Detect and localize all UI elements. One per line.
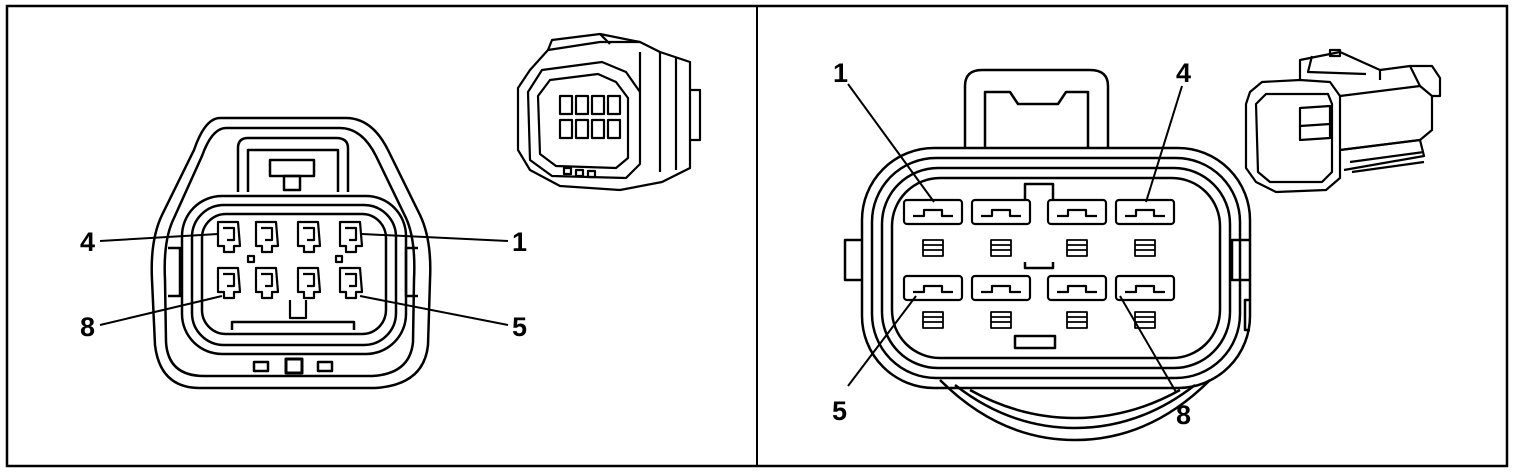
callout-label: 5 [512,312,527,342]
terminal [1114,274,1176,302]
terminal [296,220,322,254]
terminal [338,266,364,300]
terminal [970,274,1032,302]
terminal [590,118,606,140]
left-callouts: 4 1 8 5 [80,227,527,342]
right-connector-face [843,68,1252,442]
terminal [1046,274,1108,302]
terminal [590,94,606,116]
terminal [254,266,280,300]
right-terminal-windows [922,239,1156,329]
terminal [574,94,590,116]
terminal [338,220,364,254]
terminal [902,274,964,302]
left-panel [99,32,702,390]
callout-label: 4 [1176,58,1191,88]
terminal-window [922,311,944,329]
terminal-window [1066,239,1088,257]
terminal [1114,198,1176,226]
terminal [296,266,322,300]
left-terminals [216,220,364,320]
terminal [574,118,590,140]
terminal [216,220,242,254]
right-callout-leaders [847,83,1183,393]
terminal [216,266,242,300]
terminal-window [1134,239,1156,257]
callout-label: 8 [80,312,95,342]
terminal [1046,198,1108,226]
left-connector-face [150,116,432,390]
callout-label: 4 [80,227,95,257]
right-connector-thumbnail [1244,48,1442,194]
callout-label: 1 [512,227,527,257]
terminal [558,118,574,140]
terminal [606,118,622,140]
left-connector-thumbnail [516,32,702,192]
callout-label: 5 [832,396,847,426]
terminal [254,220,280,254]
terminal [558,94,574,116]
callout-label: 1 [833,58,848,88]
terminal-window [1066,311,1088,329]
terminal-window [990,311,1012,329]
left-callout-leaders [99,233,509,326]
terminal [970,198,1032,226]
terminal-window [990,239,1012,257]
right-callouts: 1 4 5 8 [832,58,1191,430]
terminal-window [922,239,944,257]
callout-label: 8 [1176,400,1191,430]
right-panel [843,48,1442,442]
terminal [606,94,622,116]
